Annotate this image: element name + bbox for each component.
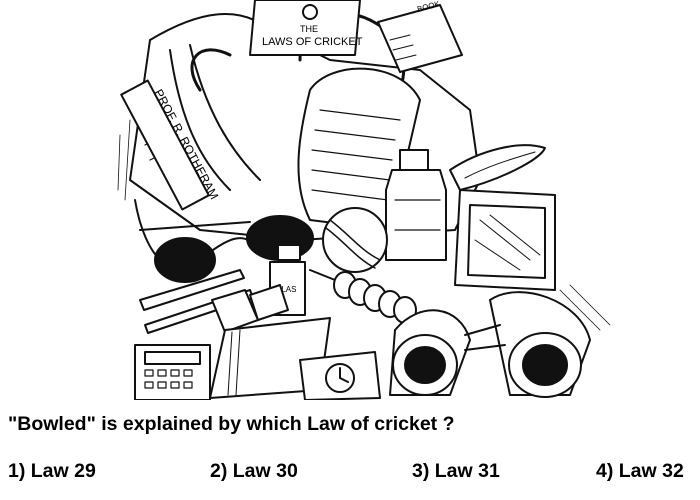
shading: [117, 119, 611, 331]
laws-of-cricket-book: THE LAWS OF CRICKET: [249, 0, 363, 56]
cricket-kit-illustration: PROF. R. ROTHERAM THE LAWS OF CRICKET BO…: [117, 0, 611, 400]
calculator: [134, 344, 211, 400]
quiz-question: "Bowled" is explained by which Law of cr…: [8, 413, 455, 435]
clock: [299, 351, 381, 400]
sandwich-box: [454, 189, 556, 291]
cricket-ball: [322, 207, 388, 273]
bowler-counter: [309, 269, 417, 324]
book-title-line1: THE: [300, 24, 318, 34]
option-2[interactable]: 2) Law 30: [210, 460, 298, 482]
erasers: [211, 284, 289, 333]
score-card: BOOK: [377, 0, 463, 73]
banana: [449, 144, 546, 191]
plastic-bottle: [385, 149, 447, 261]
book-title-line2: LAWS OF CRICKET: [262, 36, 363, 48]
option-4[interactable]: 4) Law 32: [596, 460, 684, 482]
option-1[interactable]: 1) Law 29: [8, 460, 96, 482]
binoculars: [389, 291, 591, 398]
bottle-label: PLAS: [276, 285, 296, 294]
option-3[interactable]: 3) Law 31: [412, 460, 500, 482]
